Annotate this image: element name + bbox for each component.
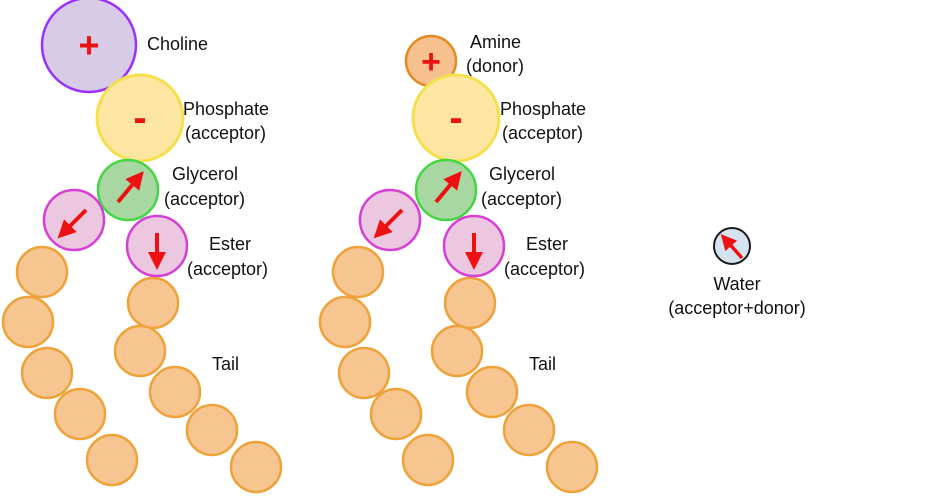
tail-bead — [401, 433, 455, 487]
right-tail-chain-2 — [430, 276, 599, 494]
tail-bead — [318, 295, 372, 349]
tail-bead — [20, 346, 74, 400]
right-molecule: + - Amine (donor) Phosphate (acceptor) G… — [318, 32, 599, 494]
phosphate-role-label: (acceptor) — [502, 123, 583, 143]
phosphate-label: Phosphate — [500, 99, 586, 119]
tail-bead — [148, 365, 202, 419]
tail-bead — [502, 403, 556, 457]
tail-label: Tail — [212, 354, 239, 374]
left-tail-chain-1 — [1, 245, 139, 487]
arrow-icon — [434, 171, 462, 204]
choline-label: Choline — [147, 34, 208, 54]
tail-bead — [229, 440, 283, 494]
tail-bead — [430, 324, 484, 378]
phosphate-group — [95, 73, 185, 163]
negative-charge-symbol: - — [133, 96, 146, 140]
choline-group — [40, 0, 138, 94]
tail-bead — [369, 387, 423, 441]
tail-bead — [465, 365, 519, 419]
tail-bead — [15, 245, 69, 299]
phosphate-label: Phosphate — [183, 99, 269, 119]
ester-label: Ester — [209, 234, 251, 254]
tail-bead — [113, 324, 167, 378]
right-tail-chain-1 — [318, 245, 455, 487]
tail-bead — [545, 440, 599, 494]
water-molecule: Water (acceptor+donor) — [668, 227, 806, 318]
arrow-icon — [116, 171, 144, 204]
positive-charge-symbol: + — [421, 43, 441, 81]
arrow-icon — [373, 208, 404, 239]
water-role-label: (acceptor+donor) — [668, 298, 806, 318]
tail-label: Tail — [529, 354, 556, 374]
tail-bead — [1, 295, 55, 349]
tail-bead — [337, 346, 391, 400]
ester-role-label: (acceptor) — [504, 259, 585, 279]
phosphate-role-label: (acceptor) — [185, 123, 266, 143]
glycerol-label: Glycerol — [172, 164, 238, 184]
tail-bead — [53, 387, 107, 441]
arrow-icon — [720, 234, 744, 260]
arrow-icon — [57, 208, 88, 239]
ester-role-label: (acceptor) — [187, 259, 268, 279]
tail-bead — [331, 245, 385, 299]
left-molecule: + - Choline Phosphate (acceptor) Glycero… — [1, 0, 283, 494]
negative-charge-symbol: - — [449, 96, 462, 140]
amine-role-label: (donor) — [466, 56, 524, 76]
tail-bead — [85, 433, 139, 487]
left-tail-chain-2 — [113, 276, 283, 494]
tail-bead — [185, 403, 239, 457]
amine-label: Amine — [470, 32, 521, 52]
glycerol-role-label: (acceptor) — [164, 189, 245, 209]
glycerol-role-label: (acceptor) — [481, 189, 562, 209]
positive-charge-symbol: + — [78, 25, 99, 66]
glycerol-label: Glycerol — [489, 164, 555, 184]
ester-label: Ester — [526, 234, 568, 254]
water-label: Water — [713, 274, 760, 294]
tail-bead — [126, 276, 180, 330]
tail-bead — [443, 276, 497, 330]
